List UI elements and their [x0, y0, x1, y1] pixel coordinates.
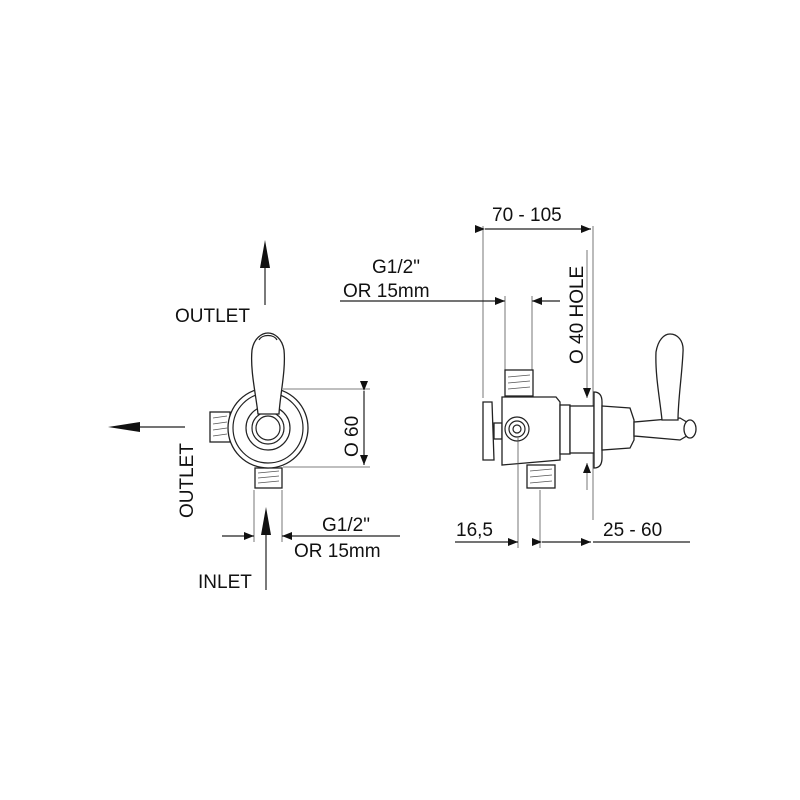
side-escutcheon — [593, 391, 603, 469]
wall-range-dimension — [532, 490, 690, 548]
depth-dimension — [475, 225, 594, 520]
diameter-60-label: O 60 — [342, 416, 363, 457]
hole-label: O 40 HOLE — [567, 266, 588, 364]
sleeve — [569, 405, 595, 454]
offset-label: 16,5 — [456, 520, 493, 541]
front-view: OUTLET OUTLET — [108, 240, 400, 593]
outlet-side-label: OUTLET — [177, 443, 198, 518]
back-plate — [482, 401, 495, 461]
inlet-arrow — [261, 507, 271, 590]
outlet-side-arrow — [108, 422, 185, 432]
outlet-top-arrow — [260, 240, 270, 305]
side-thread-dimension — [340, 296, 560, 370]
side-lever-handle — [655, 333, 684, 421]
handle-hub — [601, 405, 635, 451]
side-thread-label-2: OR 15mm — [343, 281, 430, 302]
depth-label: 70 - 105 — [492, 205, 562, 226]
side-view: 70 - 105 G1/2" OR 15mm O 40 HOLE — [340, 205, 697, 548]
front-thread-dimension — [222, 490, 400, 542]
side-thread-label-1: G1/2" — [372, 257, 420, 278]
wall-range-label: 25 - 60 — [603, 520, 662, 541]
lever-handle — [250, 332, 286, 415]
side-outlet-stub — [209, 411, 231, 443]
front-thread-label-1: G1/2" — [322, 515, 370, 536]
outlet-top-label: OUTLET — [175, 306, 250, 327]
offset-dimension — [455, 438, 519, 548]
diameter-60-dimension — [283, 381, 370, 468]
valve-body — [501, 396, 561, 466]
inlet-label: INLET — [198, 572, 252, 593]
front-thread-label-2: OR 15mm — [294, 541, 381, 562]
